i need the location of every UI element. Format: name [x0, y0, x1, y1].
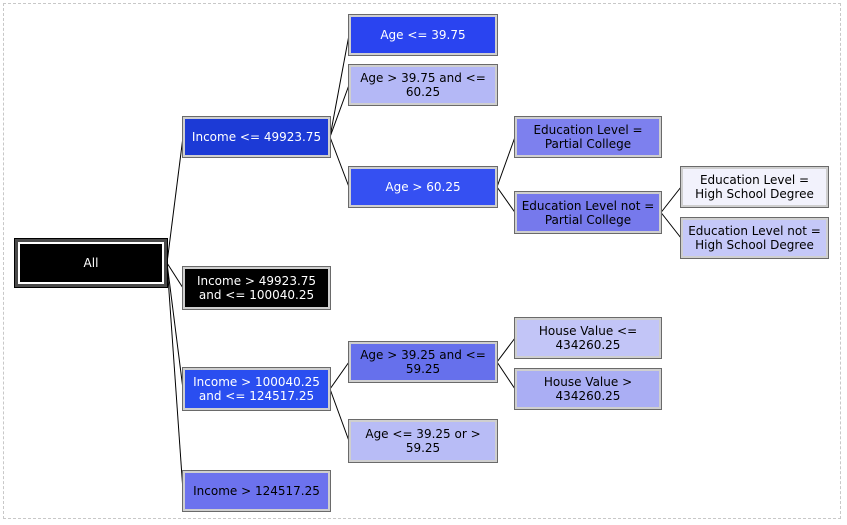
tree-node-hs1[interactable]: Education Level = High School Degree [680, 166, 829, 208]
edge-edu2-hs2 [660, 212, 682, 239]
tree-node-age1[interactable]: Age <= 39.75 [348, 14, 498, 56]
tree-node-hv2[interactable]: House Value > 434260.25 [514, 368, 662, 410]
tree-node-label: All [83, 256, 99, 270]
tree-node-inc2[interactable]: Income > 49923.75 and <= 100040.25 [182, 266, 331, 310]
edge-age3-edu2 [496, 186, 516, 213]
tree-node-label: Income > 49923.75 and <= 100040.25 [196, 274, 317, 302]
edge-inc1-age3 [329, 136, 350, 188]
diagram-canvas [3, 3, 841, 519]
tree-node-label: Education Level = Partial College [533, 123, 643, 151]
edge-age4-hv2 [496, 361, 516, 390]
tree-node-all[interactable]: All [14, 238, 168, 288]
tree-node-inc3[interactable]: Income > 100040.25 and <= 124517.25 [182, 367, 331, 411]
edge-edu2-hs1 [660, 186, 682, 213]
tree-node-label: Age > 39.25 and <= 59.25 [360, 348, 486, 376]
edge-inc3-age5 [329, 388, 350, 442]
tree-node-label: House Value <= 434260.25 [538, 324, 638, 352]
tree-node-edu1[interactable]: Education Level = Partial College [514, 116, 662, 158]
tree-node-inc4[interactable]: Income > 124517.25 [182, 470, 331, 512]
tree-node-age2[interactable]: Age > 39.75 and <= 60.25 [348, 64, 498, 106]
edge-all-inc3 [166, 262, 184, 390]
edge-inc1-age2 [329, 84, 350, 138]
tree-node-label: Education Level not = High School Degree [688, 224, 821, 252]
tree-node-age5[interactable]: Age <= 39.25 or > 59.25 [348, 419, 498, 463]
tree-node-inc1[interactable]: Income <= 49923.75 [182, 116, 331, 158]
tree-node-hv1[interactable]: House Value <= 434260.25 [514, 317, 662, 359]
edge-all-inc1 [166, 136, 184, 264]
tree-node-label: Income > 124517.25 [193, 484, 320, 498]
tree-node-label: Education Level not = Partial College [521, 198, 655, 227]
tree-node-hs2[interactable]: Education Level not = High School Degree [680, 217, 829, 259]
tree-node-label: House Value > 434260.25 [543, 375, 633, 403]
edge-age3-edu1 [496, 136, 516, 188]
tree-node-label: Age <= 39.25 or > 59.25 [365, 427, 481, 455]
tree-node-label: Income <= 49923.75 [191, 130, 322, 144]
edge-age4-hv1 [496, 337, 516, 363]
tree-node-label: Age > 60.25 [385, 180, 461, 194]
edge-all-inc4 [166, 262, 184, 492]
edge-all-inc2 [166, 262, 184, 289]
tree-node-age4[interactable]: Age > 39.25 and <= 59.25 [348, 341, 498, 383]
tree-node-age3[interactable]: Age > 60.25 [348, 166, 498, 208]
tree-node-label: Age <= 39.75 [380, 28, 466, 42]
edge-inc1-age1 [329, 34, 350, 138]
tree-node-edu2[interactable]: Education Level not = Partial College [514, 191, 662, 234]
tree-node-label: Income > 100040.25 and <= 124517.25 [193, 375, 320, 403]
edge-inc3-age4 [329, 361, 350, 390]
tree-node-label: Education Level = High School Degree [695, 173, 814, 201]
tree-node-label: Age > 39.75 and <= 60.25 [360, 71, 486, 99]
